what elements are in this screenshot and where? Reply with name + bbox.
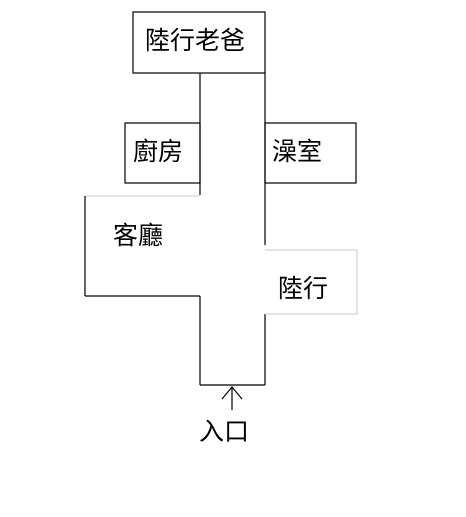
entrance-label: 入口	[199, 417, 249, 446]
entrance: 入口	[199, 386, 249, 446]
kitchen-label: 廚房	[133, 137, 183, 166]
my-room-label: 陸行	[278, 274, 328, 303]
bathroom-label: 澡室	[272, 137, 322, 166]
living-room: 客廳	[84, 195, 200, 297]
my-room: 陸行	[265, 249, 358, 315]
parents-room: 陸行老爸	[132, 11, 266, 74]
bathroom: 澡室	[264, 122, 357, 184]
living-room-label: 客廳	[113, 221, 163, 250]
kitchen: 廚房	[124, 122, 201, 184]
parents-room-wall	[132, 11, 266, 74]
parents-room-label: 陸行老爸	[145, 26, 245, 55]
corridor	[199, 73, 266, 386]
entrance-arrow-icon	[221, 386, 243, 400]
